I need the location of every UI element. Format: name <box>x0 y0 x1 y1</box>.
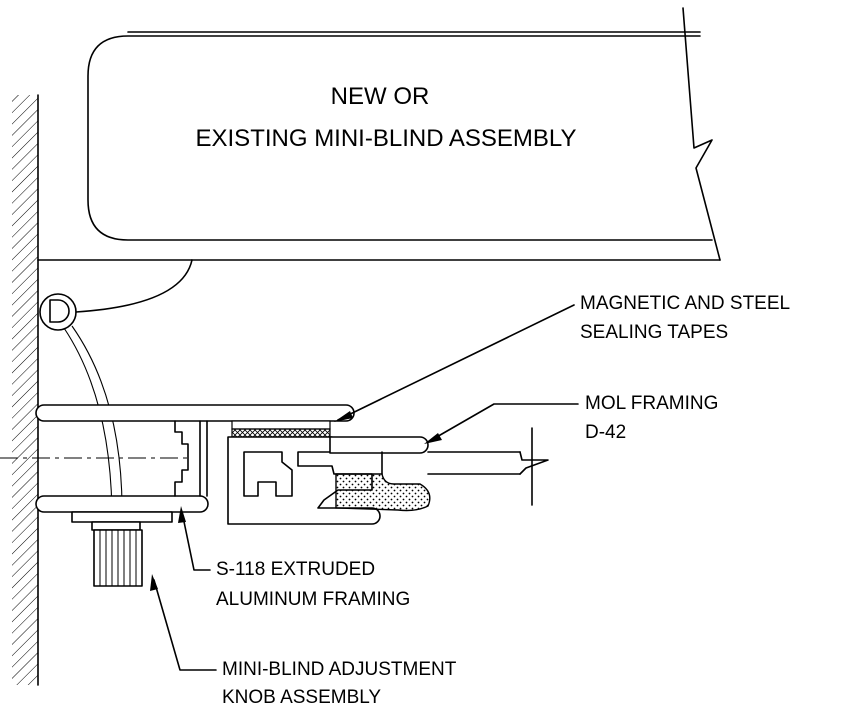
blind-label-line1: NEW OR <box>331 83 430 110</box>
aluminum-framing-callout: S-118 EXTRUDED ALUMINUM FRAMING <box>216 559 410 610</box>
mini-blind-headrail <box>37 7 721 261</box>
mol-framing-callout: MOL FRAMING D-42 <box>585 393 718 443</box>
aluminum-frame-extrusion <box>0 404 355 513</box>
wall-section <box>12 94 39 686</box>
blind-label-line2: EXISTING MINI-BLIND ASSEMBLY <box>196 125 577 152</box>
aluminum-framing-line1: S-118 EXTRUDED <box>216 559 375 580</box>
sealing-tapes-callout: MAGNETIC AND STEEL SEALING TAPES <box>580 293 790 343</box>
mol-framing-line2: D-42 <box>585 422 626 443</box>
aluminum-framing-line2: ALUMINUM FRAMING <box>216 589 410 610</box>
sealing-tapes-line2: SEALING TAPES <box>580 322 728 343</box>
blind-assembly-label: NEW OR EXISTING MINI-BLIND ASSEMBLY <box>196 83 577 152</box>
mol-framing <box>227 427 549 525</box>
sealing-tapes-line1: MAGNETIC AND STEEL <box>580 293 790 314</box>
adjustment-knob <box>71 511 173 587</box>
leader-lines <box>150 304 579 671</box>
adjustment-knob-callout: MINI-BLIND ADJUSTMENT KNOB ASSEMBLY <box>222 659 457 708</box>
adjustment-knob-line1: MINI-BLIND ADJUSTMENT <box>222 659 457 680</box>
cord-pulley <box>39 259 193 521</box>
sealing-tapes <box>231 420 331 438</box>
adjustment-knob-line2: KNOB ASSEMBLY <box>222 687 381 708</box>
mol-framing-line1: MOL FRAMING <box>585 393 718 414</box>
